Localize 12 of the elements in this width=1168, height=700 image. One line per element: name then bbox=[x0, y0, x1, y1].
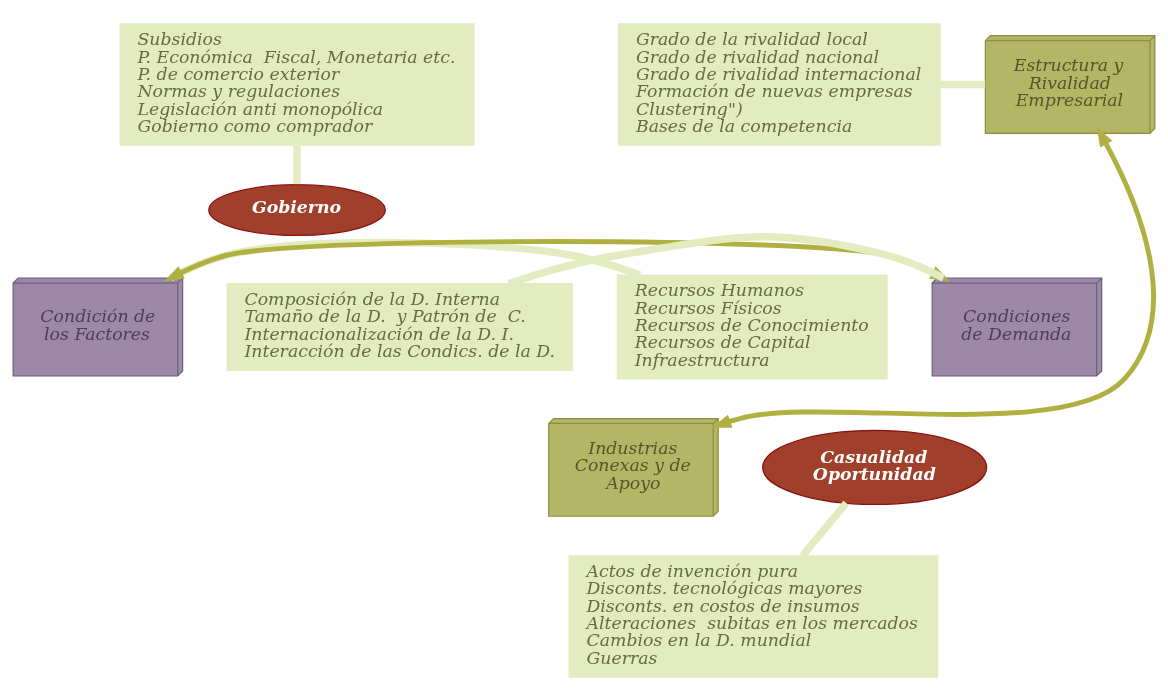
node-box: Actos de invención pura Disconts. tecnológicas mayores Disconts. en costos de insumos Alteraciones subitas en los mercados Cambios en la D. mundial Guerras bbox=[568, 554, 939, 678]
node-box: Recursos Humanos Recursos Físicos Recursos de Conocimiento Recursos de Capital Infraestructura bbox=[616, 273, 888, 380]
node-ellipse: Casualidad Oportunidad bbox=[762, 429, 988, 505]
connector bbox=[293, 144, 301, 184]
node-box: Grado de la rivalidad local Grado de rivalidad nacional Grado de rivalidad internacional Formación de nuevas empresas Clustering") Bases de la competencia bbox=[618, 22, 941, 146]
connector bbox=[799, 500, 850, 558]
connector bbox=[940, 80, 986, 88]
connector bbox=[168, 238, 642, 281]
node-box: Subsidios P. Económica Fiscal, Monetaria etc. P. de comercio exterior Normas y regulaciones Legislación anti monopólica Gobierno como comprador bbox=[119, 22, 475, 146]
arrow bbox=[711, 126, 1156, 428]
node-box: Composición de la D. Interna Tamaño de la D. y Patrón de C. Internacionalización de la D. I. Interacción de las Condics. de la D. bbox=[226, 282, 573, 371]
node-ellipse: Gobierno bbox=[208, 183, 386, 236]
